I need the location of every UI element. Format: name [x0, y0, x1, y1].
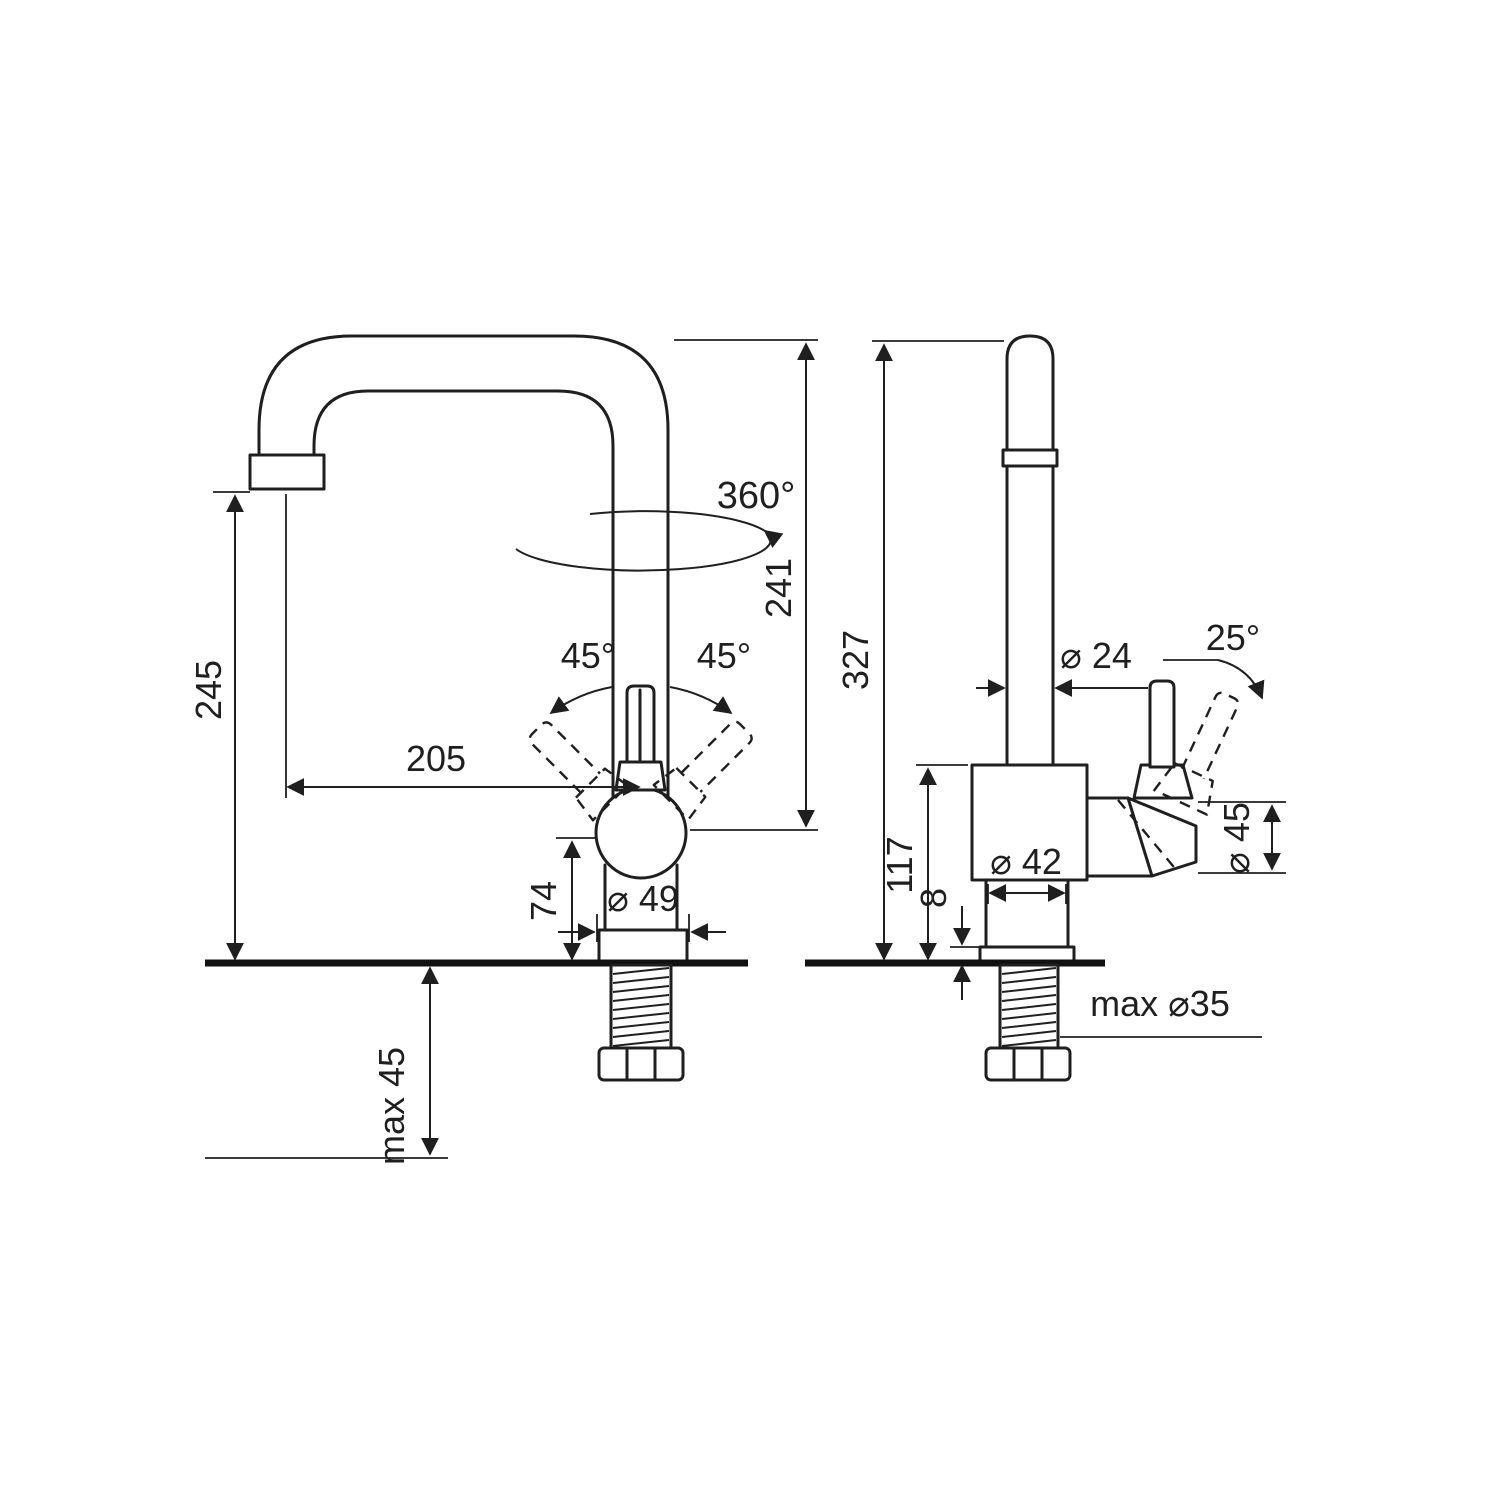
- dim-245: 245: [188, 491, 250, 961]
- ball-joint: [594, 786, 688, 880]
- label-205: 205: [406, 738, 466, 779]
- base-flange: [597, 928, 689, 965]
- dim-25deg: 25°: [1163, 617, 1265, 700]
- dim-327: 327: [835, 340, 1004, 961]
- side-lever-dashed: [1153, 691, 1240, 816]
- dim-117: 117: [879, 764, 968, 961]
- threaded-shank-left: [597, 963, 685, 1082]
- swing-arc-right: [669, 686, 733, 715]
- faucet-body: [594, 786, 689, 965]
- base-cylinder: [978, 878, 1076, 965]
- side-lever: [1132, 679, 1194, 800]
- swivel-arc: [515, 529, 784, 572]
- label-45-left: 45°: [561, 635, 615, 676]
- label-8: 8: [913, 888, 954, 908]
- dim-d24: ⌀ 24: [976, 635, 1148, 697]
- label-max-d35: max ⌀35: [1090, 983, 1230, 1024]
- dim-d45: ⌀ 45: [1198, 801, 1286, 874]
- lever-housing: [1085, 796, 1198, 878]
- label-d45: ⌀ 45: [1216, 802, 1257, 874]
- label-25: 25°: [1206, 617, 1260, 658]
- front-view: 45° 45° 360° 245: [188, 334, 818, 1165]
- dim-d49: ⌀ 49: [558, 878, 726, 942]
- lever-dashed-right: [652, 720, 753, 821]
- dim-241: 241: [674, 339, 818, 831]
- threaded-shank-right: [984, 963, 1072, 1082]
- label-max45: max 45: [371, 1047, 412, 1165]
- dim-8: 8: [913, 888, 984, 1000]
- dim-max-d35: max ⌀35: [1060, 983, 1262, 1038]
- label-74: 74: [523, 881, 564, 921]
- spout-outline: [248, 334, 670, 807]
- swing-arc-left: [549, 686, 613, 715]
- side-view: 25° 327 11: [805, 334, 1286, 1082]
- label-245: 245: [188, 660, 229, 720]
- label-d49: ⌀ 49: [607, 878, 679, 919]
- mounting-nut-left: [597, 1046, 685, 1082]
- label-360: 360°: [717, 475, 796, 517]
- label-d24: ⌀ 24: [1060, 635, 1132, 676]
- dim-max45: max 45: [205, 966, 448, 1165]
- dim-d42: ⌀ 42: [987, 841, 1067, 904]
- label-d42: ⌀ 42: [990, 841, 1062, 882]
- pipe-collar: [1001, 448, 1059, 468]
- dim-74: 74: [523, 837, 596, 961]
- swivel-arc-top: [589, 510, 766, 532]
- label-327: 327: [835, 630, 876, 690]
- aerator: [248, 453, 326, 491]
- mounting-nut-right: [984, 1046, 1072, 1082]
- lever: [614, 684, 667, 792]
- pipe-outline: [1005, 334, 1055, 770]
- label-45-right: 45°: [697, 635, 751, 676]
- label-117: 117: [879, 836, 920, 893]
- dim-205: 205: [285, 494, 641, 798]
- label-241: 241: [758, 558, 799, 618]
